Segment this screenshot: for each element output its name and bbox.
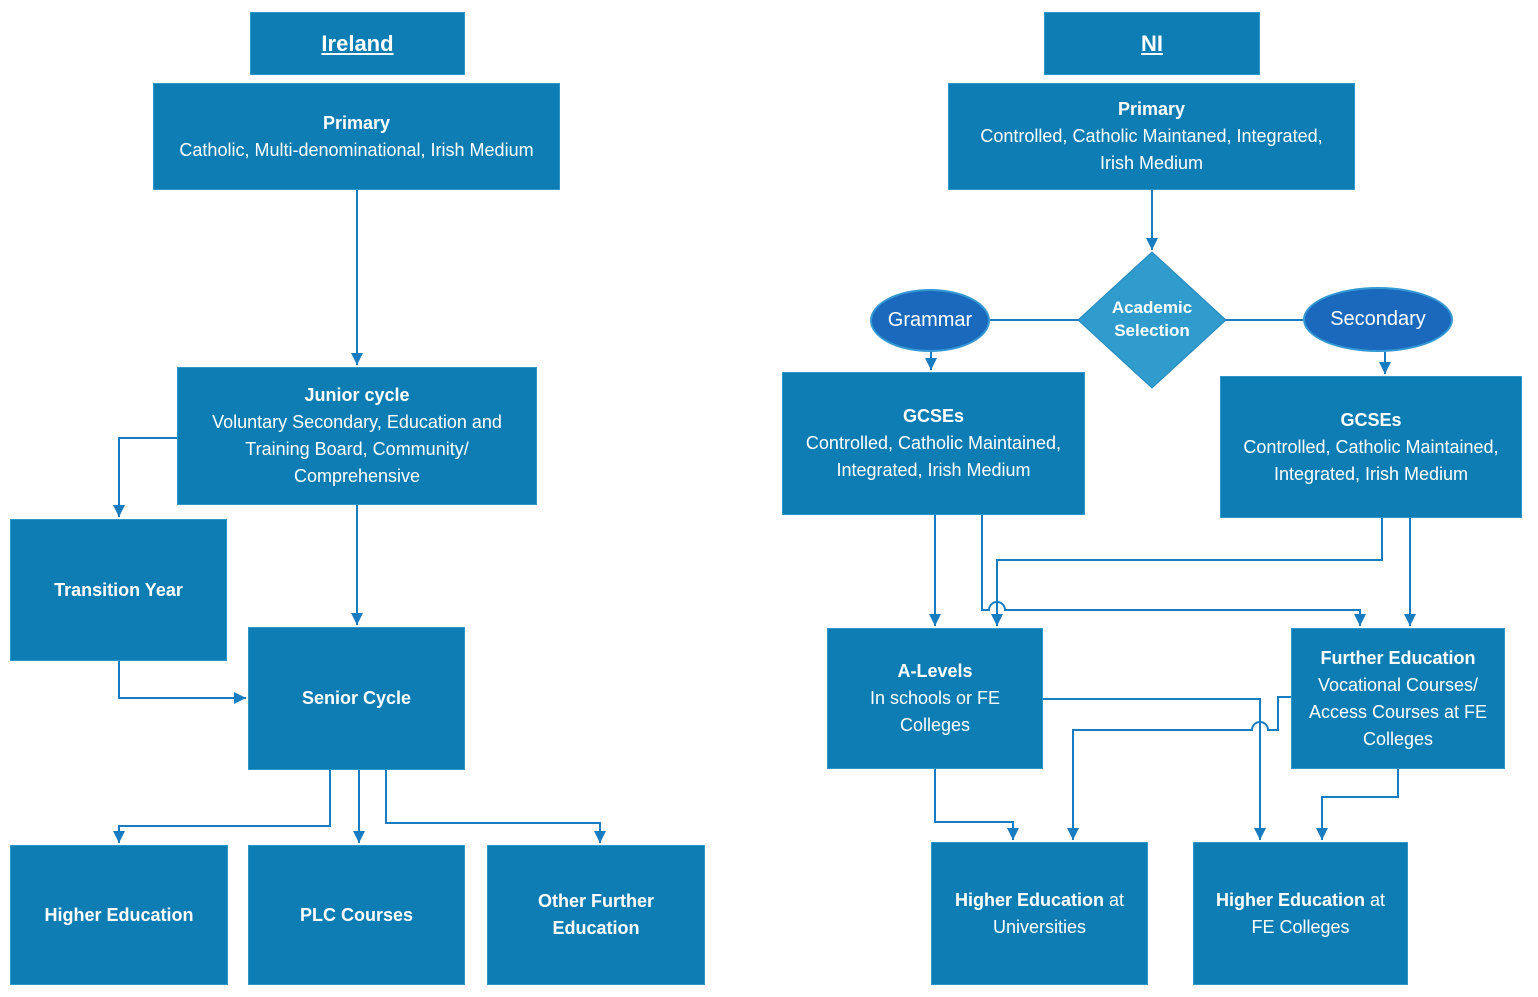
node-ni-higher-education-universities: Higher Education at Universities (931, 842, 1148, 985)
node-ni-a-levels: A-Levels In schools or FE Colleges (827, 628, 1043, 769)
node-title: Other Further Education (537, 891, 654, 938)
node-ireland-primary: Primary Catholic, Multi-denominational, … (153, 83, 560, 190)
edge-gcses-right-to-a-levels (991, 518, 1383, 626)
node-title: Further Education (1320, 647, 1476, 668)
node-subtitle: In schools or FE Colleges (869, 688, 1001, 735)
node-title: PLC Courses (299, 904, 414, 925)
node-ni-higher-education-fe-colleges: Higher Education at FE Colleges (1193, 842, 1408, 985)
node-subtitle: Controlled, Catholic Maintained, Integra… (805, 433, 1062, 480)
node-title: Higher Education (44, 904, 194, 925)
node-title: GCSEs (902, 406, 965, 426)
node-academic-selection: Academic Selection (1094, 289, 1210, 351)
node-subtitle: Vocational Courses/ Access Courses at FE… (1308, 674, 1488, 749)
edge-a-levels-to-he-fe-colleges (1043, 698, 1266, 840)
node-ireland-transition-year: Transition Year (10, 519, 227, 661)
node-title: Grammar (887, 309, 973, 331)
node-ni-gcses-secondary: GCSEs Controlled, Catholic Maintained, I… (1220, 376, 1522, 518)
node-ireland-other-further-education: Other Further Education (487, 845, 705, 985)
node-ni-gcses-grammar: GCSEs Controlled, Catholic Maintained, I… (782, 372, 1085, 515)
node-ireland-header: Ireland (250, 12, 465, 75)
node-title: Primary (322, 112, 391, 133)
node-ireland-senior-cycle: Senior Cycle (248, 627, 465, 770)
node-title: Academic Selection (1111, 298, 1193, 340)
node-subtitle: Controlled, Catholic Maintained, Integra… (1243, 436, 1499, 484)
node-ni-secondary: Secondary (1303, 287, 1453, 352)
edge-transition-year-to-senior-cycle (118, 661, 246, 704)
edge-further-education-to-he-fe-colleges (1316, 769, 1399, 840)
node-title: Transition Year (54, 579, 183, 600)
edge-a-levels-to-he-universities (934, 769, 1019, 840)
node-ni-grammar: Grammar (870, 289, 990, 352)
edge-further-education-to-he-universities (1067, 696, 1291, 840)
node-title: GCSEs (1340, 409, 1402, 430)
edge-senior-cycle-to-higher-education (113, 770, 331, 843)
node-ni-header: NI (1044, 12, 1260, 75)
node-ireland-junior-cycle: Junior cycle Voluntary Secondary, Educat… (177, 367, 537, 505)
edge-gcses-left-to-further-education (981, 515, 1366, 626)
node-title: A-Levels (897, 661, 973, 681)
academic-selection-diamond (1077, 251, 1227, 389)
node-ireland-higher-education: Higher Education (10, 845, 228, 985)
node-title: Secondary (1330, 308, 1426, 330)
edge-senior-cycle-to-other-further-education (385, 770, 606, 843)
node-label: NI (1141, 31, 1163, 56)
node-label: Higher Education at Universities (954, 889, 1125, 937)
node-ireland-plc-courses: PLC Courses (248, 845, 465, 985)
node-title: Junior cycle (304, 385, 410, 405)
node-subtitle: Voluntary Secondary, Education and Train… (212, 412, 502, 486)
node-title: Primary (1117, 99, 1186, 119)
edge-junior-cycle-to-transition-year (113, 437, 177, 517)
node-subtitle: Controlled, Catholic Maintaned, Integrat… (980, 126, 1323, 173)
node-label: Higher Education at FE Colleges (1215, 889, 1386, 937)
node-ni-primary: Primary Controlled, Catholic Maintaned, … (948, 83, 1355, 190)
node-ni-further-education: Further Education Vocational Courses/ Ac… (1291, 628, 1505, 769)
node-subtitle: Catholic, Multi-denominational, Irish Me… (179, 139, 534, 160)
node-title: Senior Cycle (301, 688, 412, 708)
node-label: Ireland (321, 31, 394, 56)
